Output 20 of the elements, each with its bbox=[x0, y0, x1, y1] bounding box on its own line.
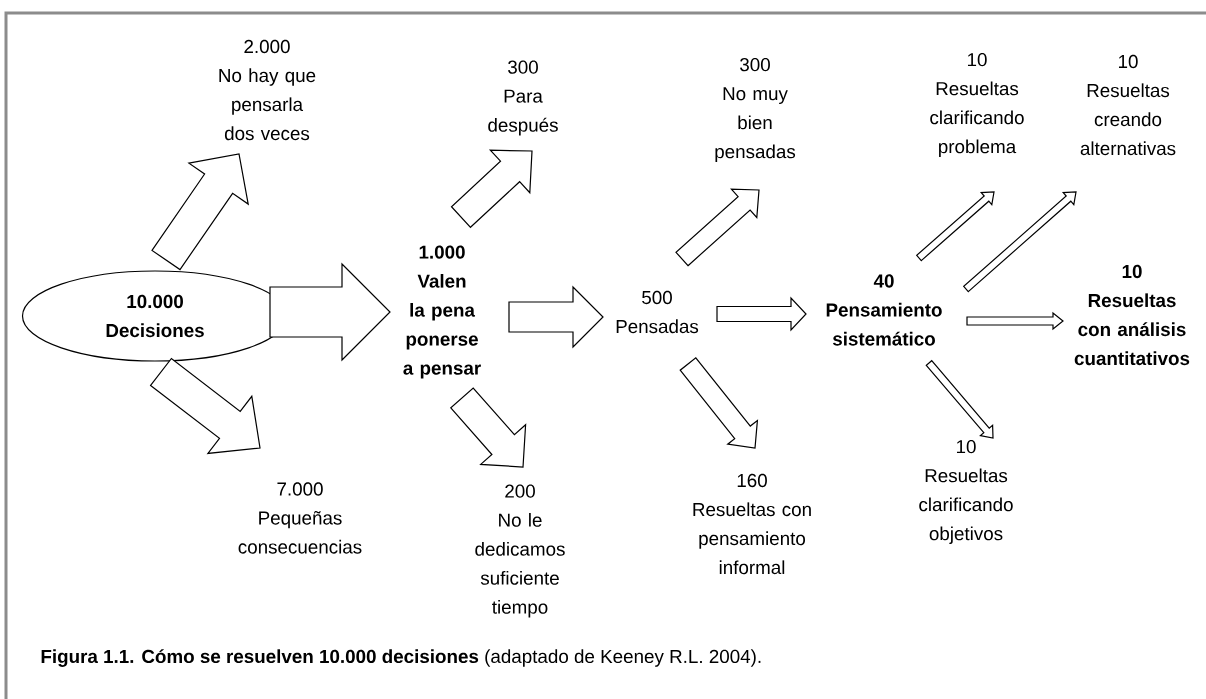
text-label: 300 No muy bien pensadas bbox=[715, 58, 796, 162]
text-label: 40 Pensamiento sistemático bbox=[826, 274, 942, 346]
text-label: 10 Resueltas con análisis cuantitativos bbox=[1074, 264, 1190, 366]
block-arrow bbox=[675, 188, 760, 267]
block-arrow bbox=[269, 262, 391, 362]
text-label: 200 No le dedicamos suficiente tiempo bbox=[475, 484, 565, 618]
text-label: 2.000 No hay que pensarla dos veces bbox=[219, 39, 316, 141]
block-arrow bbox=[151, 153, 250, 271]
block-arrow bbox=[716, 296, 807, 332]
block-arrow bbox=[966, 311, 1064, 331]
text-label: 10 Resueltas clarificando problema bbox=[930, 53, 1024, 157]
text-label: 1.000 Valen la pena ponerse a pensar bbox=[403, 245, 481, 379]
text-label: 10 Resueltas creando alternativas bbox=[1080, 54, 1176, 156]
text-label: 7.000 Pequeñas consecuencias bbox=[238, 482, 362, 554]
text-label: 500 Pensadas bbox=[616, 290, 699, 334]
text-label: 300 Para después bbox=[488, 60, 558, 136]
caption: Figura 1.1. Cómo se resuelven 10.000 decisiones (adaptado de Keeney R.L. 2004). bbox=[41, 649, 761, 667]
text-label: 10 Resueltas clarificando objetivos bbox=[919, 440, 1013, 544]
text-label: 160 Resueltas con pensamiento informal bbox=[693, 473, 811, 575]
block-arrow bbox=[508, 285, 604, 349]
